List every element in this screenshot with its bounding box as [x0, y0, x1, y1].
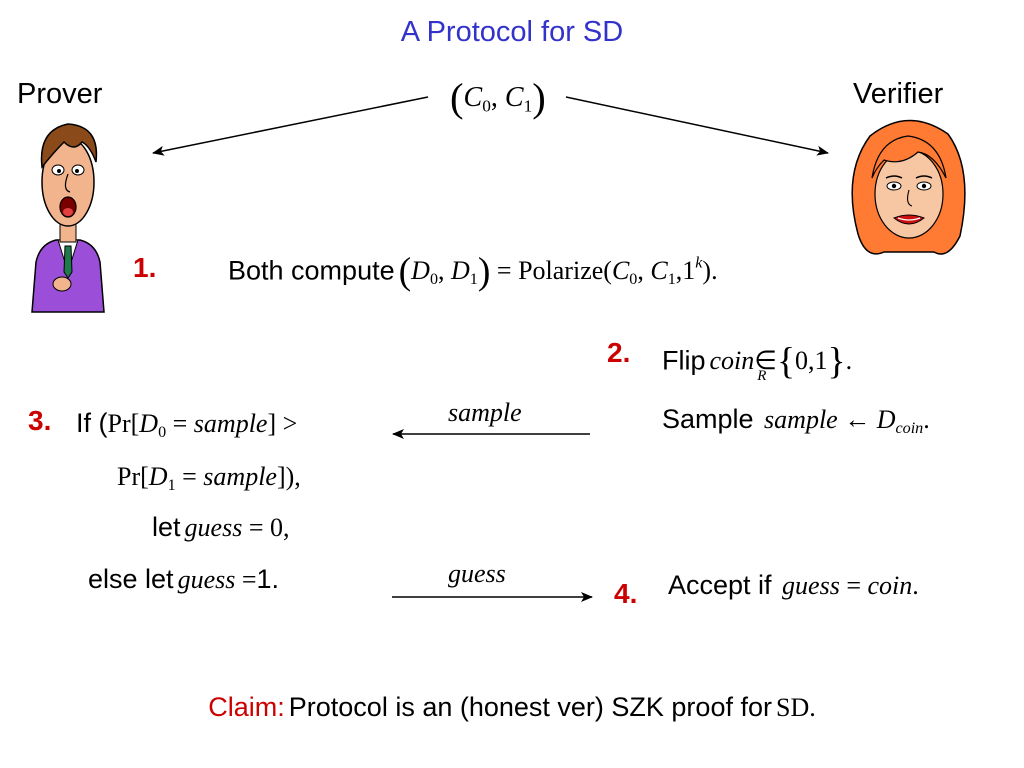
step-3-line-4: else let guess =1. — [88, 564, 280, 594]
verifier-person-icon — [851, 119, 966, 255]
page-title: A Protocol for SD — [400, 16, 624, 48]
claim: Claim: Protocol is an (honest ver) SZK p… — [0, 692, 1024, 723]
input-arrow-to-prover — [152, 96, 429, 156]
step-3-number: 3. — [28, 405, 52, 436]
input-arrow-to-verifier — [565, 96, 829, 156]
claim-text: Protocol is an (honest ver) SZK proof fo… — [288, 692, 772, 722]
step-1-text: Both compute (D0, D1) = Polarize(C0, C1,… — [228, 251, 718, 293]
step-4-number: 4. — [614, 578, 638, 609]
step-1-number: 1. — [133, 252, 157, 283]
claim-label: Claim: — [208, 692, 285, 722]
step-2-sample: Sample sample ← Dcoin. — [662, 404, 930, 437]
step-3-line-3: let guess = 0, — [152, 512, 290, 542]
claim-sd: SD. — [775, 693, 816, 722]
step-2-number: 2. — [607, 337, 631, 368]
guess-message-label: guess — [448, 559, 506, 588]
verifier-label: Verifier — [853, 78, 944, 110]
input-circuits: (C0, C1) — [450, 75, 546, 120]
prover-person-icon — [31, 123, 105, 313]
step-3-line-1: If (Pr[D0 = sample] > — [76, 408, 298, 441]
step-4-text: Accept if guess = coin. — [668, 570, 919, 600]
step-2-flip: Flip coin∈R{0,1}. — [662, 341, 853, 385]
step-3-line-2: Pr[D1 = sample]), — [117, 462, 301, 494]
prover-label: Prover — [17, 78, 103, 110]
sample-message-label: sample — [448, 398, 522, 427]
